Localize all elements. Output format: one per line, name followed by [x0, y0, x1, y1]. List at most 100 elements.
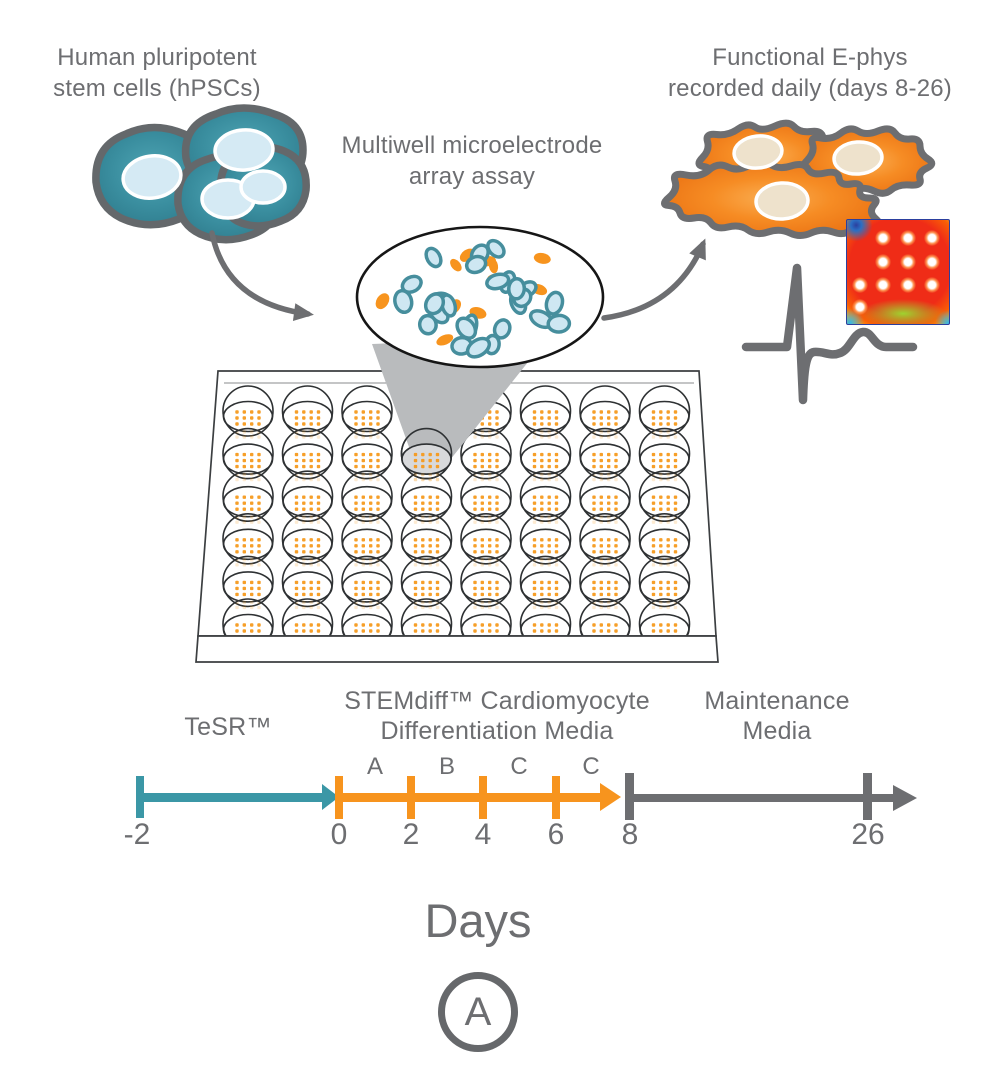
- phase-label-c2: C: [582, 753, 600, 780]
- magnifier-cell: [393, 288, 414, 315]
- timeline-tick-label: 2: [402, 818, 420, 851]
- arrow-mea-to-ephys-icon: [601, 238, 706, 321]
- heatmap-electrode-dot: [900, 230, 916, 246]
- magnifier-cell: [486, 238, 506, 259]
- plate-well: [579, 385, 631, 439]
- timeline-tick-label: 8: [621, 818, 639, 851]
- ephys-label: Functional E-phys recorded daily (days 8…: [668, 42, 952, 104]
- magnifier-cone: [372, 337, 548, 461]
- plate-well: [579, 470, 631, 524]
- magnifier-electrode-dot: [436, 334, 454, 346]
- magnifier-cell: [423, 292, 446, 316]
- magnifier-cell: [544, 290, 565, 316]
- plate-well: [638, 555, 691, 610]
- hpsc-cells-illustration: [92, 104, 310, 244]
- plate-well: [460, 470, 512, 524]
- plate-well: [281, 555, 334, 610]
- plate-well: [222, 427, 274, 482]
- panel-label-circle: A: [438, 972, 518, 1052]
- timeline-tick-label: 0: [330, 818, 348, 851]
- magnifier-cell: [455, 316, 478, 340]
- heatmap-electrode-dot: [852, 299, 868, 315]
- timeline-tick-label: 4: [474, 818, 492, 851]
- cardiomyocyte-cells-illustration: [661, 119, 936, 239]
- stemdiff-segment-label: STEMdiff™ Cardiomyocyte Differentiation …: [344, 686, 650, 746]
- plate-well: [281, 512, 334, 567]
- heatmap-electrode-dot: [924, 254, 940, 270]
- plate-well: [281, 470, 334, 524]
- mea-label-line1: Multiwell microelectrode: [341, 132, 603, 159]
- heatmap-electrode-dot: [924, 277, 940, 293]
- plate-well: [400, 470, 453, 524]
- mea-label-line2: array assay: [408, 163, 536, 190]
- panel-label: A: [464, 989, 492, 1034]
- magnifier-group: [355, 225, 605, 369]
- timeline-tick: [136, 776, 144, 818]
- plate-front-edge: [195, 635, 719, 663]
- plate-well: [460, 555, 512, 610]
- cardiomyocyte-nucleus: [832, 140, 884, 176]
- plate-well: [519, 555, 572, 610]
- magnifier-cells: [375, 238, 572, 359]
- phase-label-a: A: [366, 753, 384, 780]
- plate-well: [638, 385, 691, 439]
- maintenance-arrowhead-icon: [893, 785, 917, 811]
- magnifier-cell: [485, 272, 511, 291]
- plate-well: [341, 470, 393, 524]
- plate-well: [519, 427, 572, 482]
- hpsc-label: Human pluripotent stem cells (hPSCs): [53, 42, 261, 104]
- phase-label-b: B: [438, 753, 456, 780]
- timeline-tick: [625, 773, 634, 820]
- plate-well: [281, 385, 334, 439]
- tesr-segment-label: TeSR™: [184, 713, 272, 741]
- heatmap-electrode-dot: [875, 230, 891, 246]
- plate-well: [222, 470, 274, 524]
- phase-label-c1: C: [510, 753, 528, 780]
- ecg-trace-icon: [741, 263, 918, 405]
- plate-well: [222, 512, 274, 567]
- plate-well: [579, 512, 631, 567]
- plate-well: [400, 555, 453, 610]
- hpsc-label-line1: Human pluripotent: [57, 44, 257, 71]
- plate-well: [638, 427, 691, 482]
- plate-well: [341, 427, 393, 482]
- tesr-arrowhead-icon: [322, 784, 339, 810]
- plate-well: [341, 555, 393, 610]
- magnifier-electrode-dot: [375, 293, 390, 310]
- timeline-tick-label: 6: [547, 818, 565, 851]
- plate-well: [460, 427, 512, 482]
- hpsc-cell-nucleus: [239, 169, 287, 205]
- plate-well: [579, 427, 631, 482]
- hpsc-label-line2: stem cells (hPSCs): [53, 75, 261, 102]
- plate-well: [638, 470, 691, 524]
- arrow-hpsc-to-mea-icon: [209, 230, 314, 322]
- timeline-tick-label: -2: [123, 818, 151, 851]
- plate-well: [222, 555, 274, 610]
- maintenance-segment-bar: [632, 794, 893, 802]
- cardiomyocyte-nucleus: [732, 134, 784, 170]
- plate-well: [281, 427, 334, 482]
- stemdiff-segment-label-line2: Differentiation Media: [380, 717, 614, 745]
- tesr-segment-bar: [142, 793, 323, 802]
- stemdiff-segment-bar: [341, 793, 600, 802]
- magnified-well: [400, 427, 453, 482]
- timeline-tick: [335, 776, 343, 819]
- heatmap-electrode-dot: [852, 277, 868, 293]
- axis-label-days: Days: [424, 894, 532, 947]
- plate-well: [222, 385, 274, 439]
- plate-well: [638, 512, 691, 567]
- stemdiff-segment-label-line1: STEMdiff™ Cardiomyocyte: [344, 687, 650, 715]
- magnifier-cell: [546, 313, 572, 334]
- heatmap-electrode-dot: [900, 254, 916, 270]
- magnifier-cell: [492, 318, 512, 340]
- heatmap-electrode-dot: [875, 254, 891, 270]
- magnifier-cell: [424, 246, 443, 269]
- plate-well: [460, 512, 512, 567]
- plate-well: [400, 427, 453, 482]
- plate-well: [579, 555, 631, 610]
- magnifier-cell: [506, 276, 527, 301]
- maintenance-segment-label: Maintenance Media: [704, 686, 849, 746]
- ephys-label-line1: Functional E-phys: [712, 44, 908, 71]
